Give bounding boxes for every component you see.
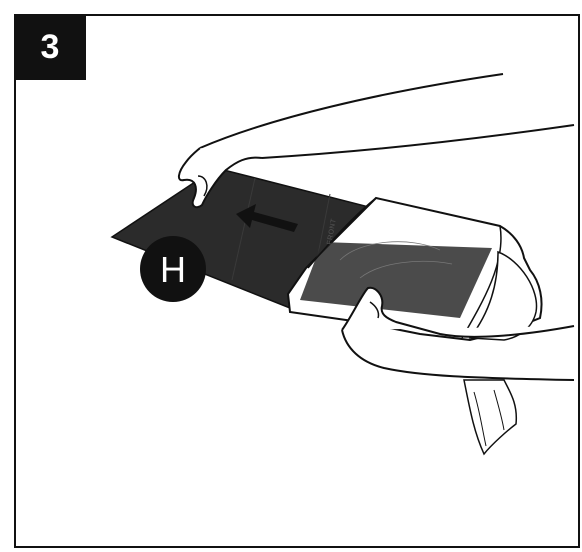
upper-hand bbox=[178, 147, 263, 209]
step-number-badge: 3 bbox=[14, 14, 86, 80]
cover-swirl bbox=[339, 241, 453, 279]
lower-hand-palm bbox=[341, 329, 575, 381]
cover-front-label: FRONT bbox=[326, 218, 338, 246]
left-arm-outline bbox=[199, 73, 504, 149]
cover-inner-dark bbox=[300, 242, 492, 318]
instruction-frame bbox=[14, 14, 580, 548]
upper-hand-finger bbox=[197, 175, 208, 197]
part-label-badge bbox=[140, 236, 206, 302]
cover-fold-left bbox=[307, 197, 377, 269]
lower-hand bbox=[341, 286, 575, 338]
left-arm-lower-outline bbox=[261, 124, 575, 159]
arrow-left-icon bbox=[236, 204, 298, 232]
step-number: 3 bbox=[40, 27, 60, 66]
drape-tail bbox=[463, 379, 518, 456]
lower-hand-finger bbox=[369, 301, 380, 319]
part-label-h: H bbox=[160, 249, 186, 290]
cover-fold-right bbox=[461, 225, 502, 339]
drape-tail-fold bbox=[473, 389, 505, 447]
